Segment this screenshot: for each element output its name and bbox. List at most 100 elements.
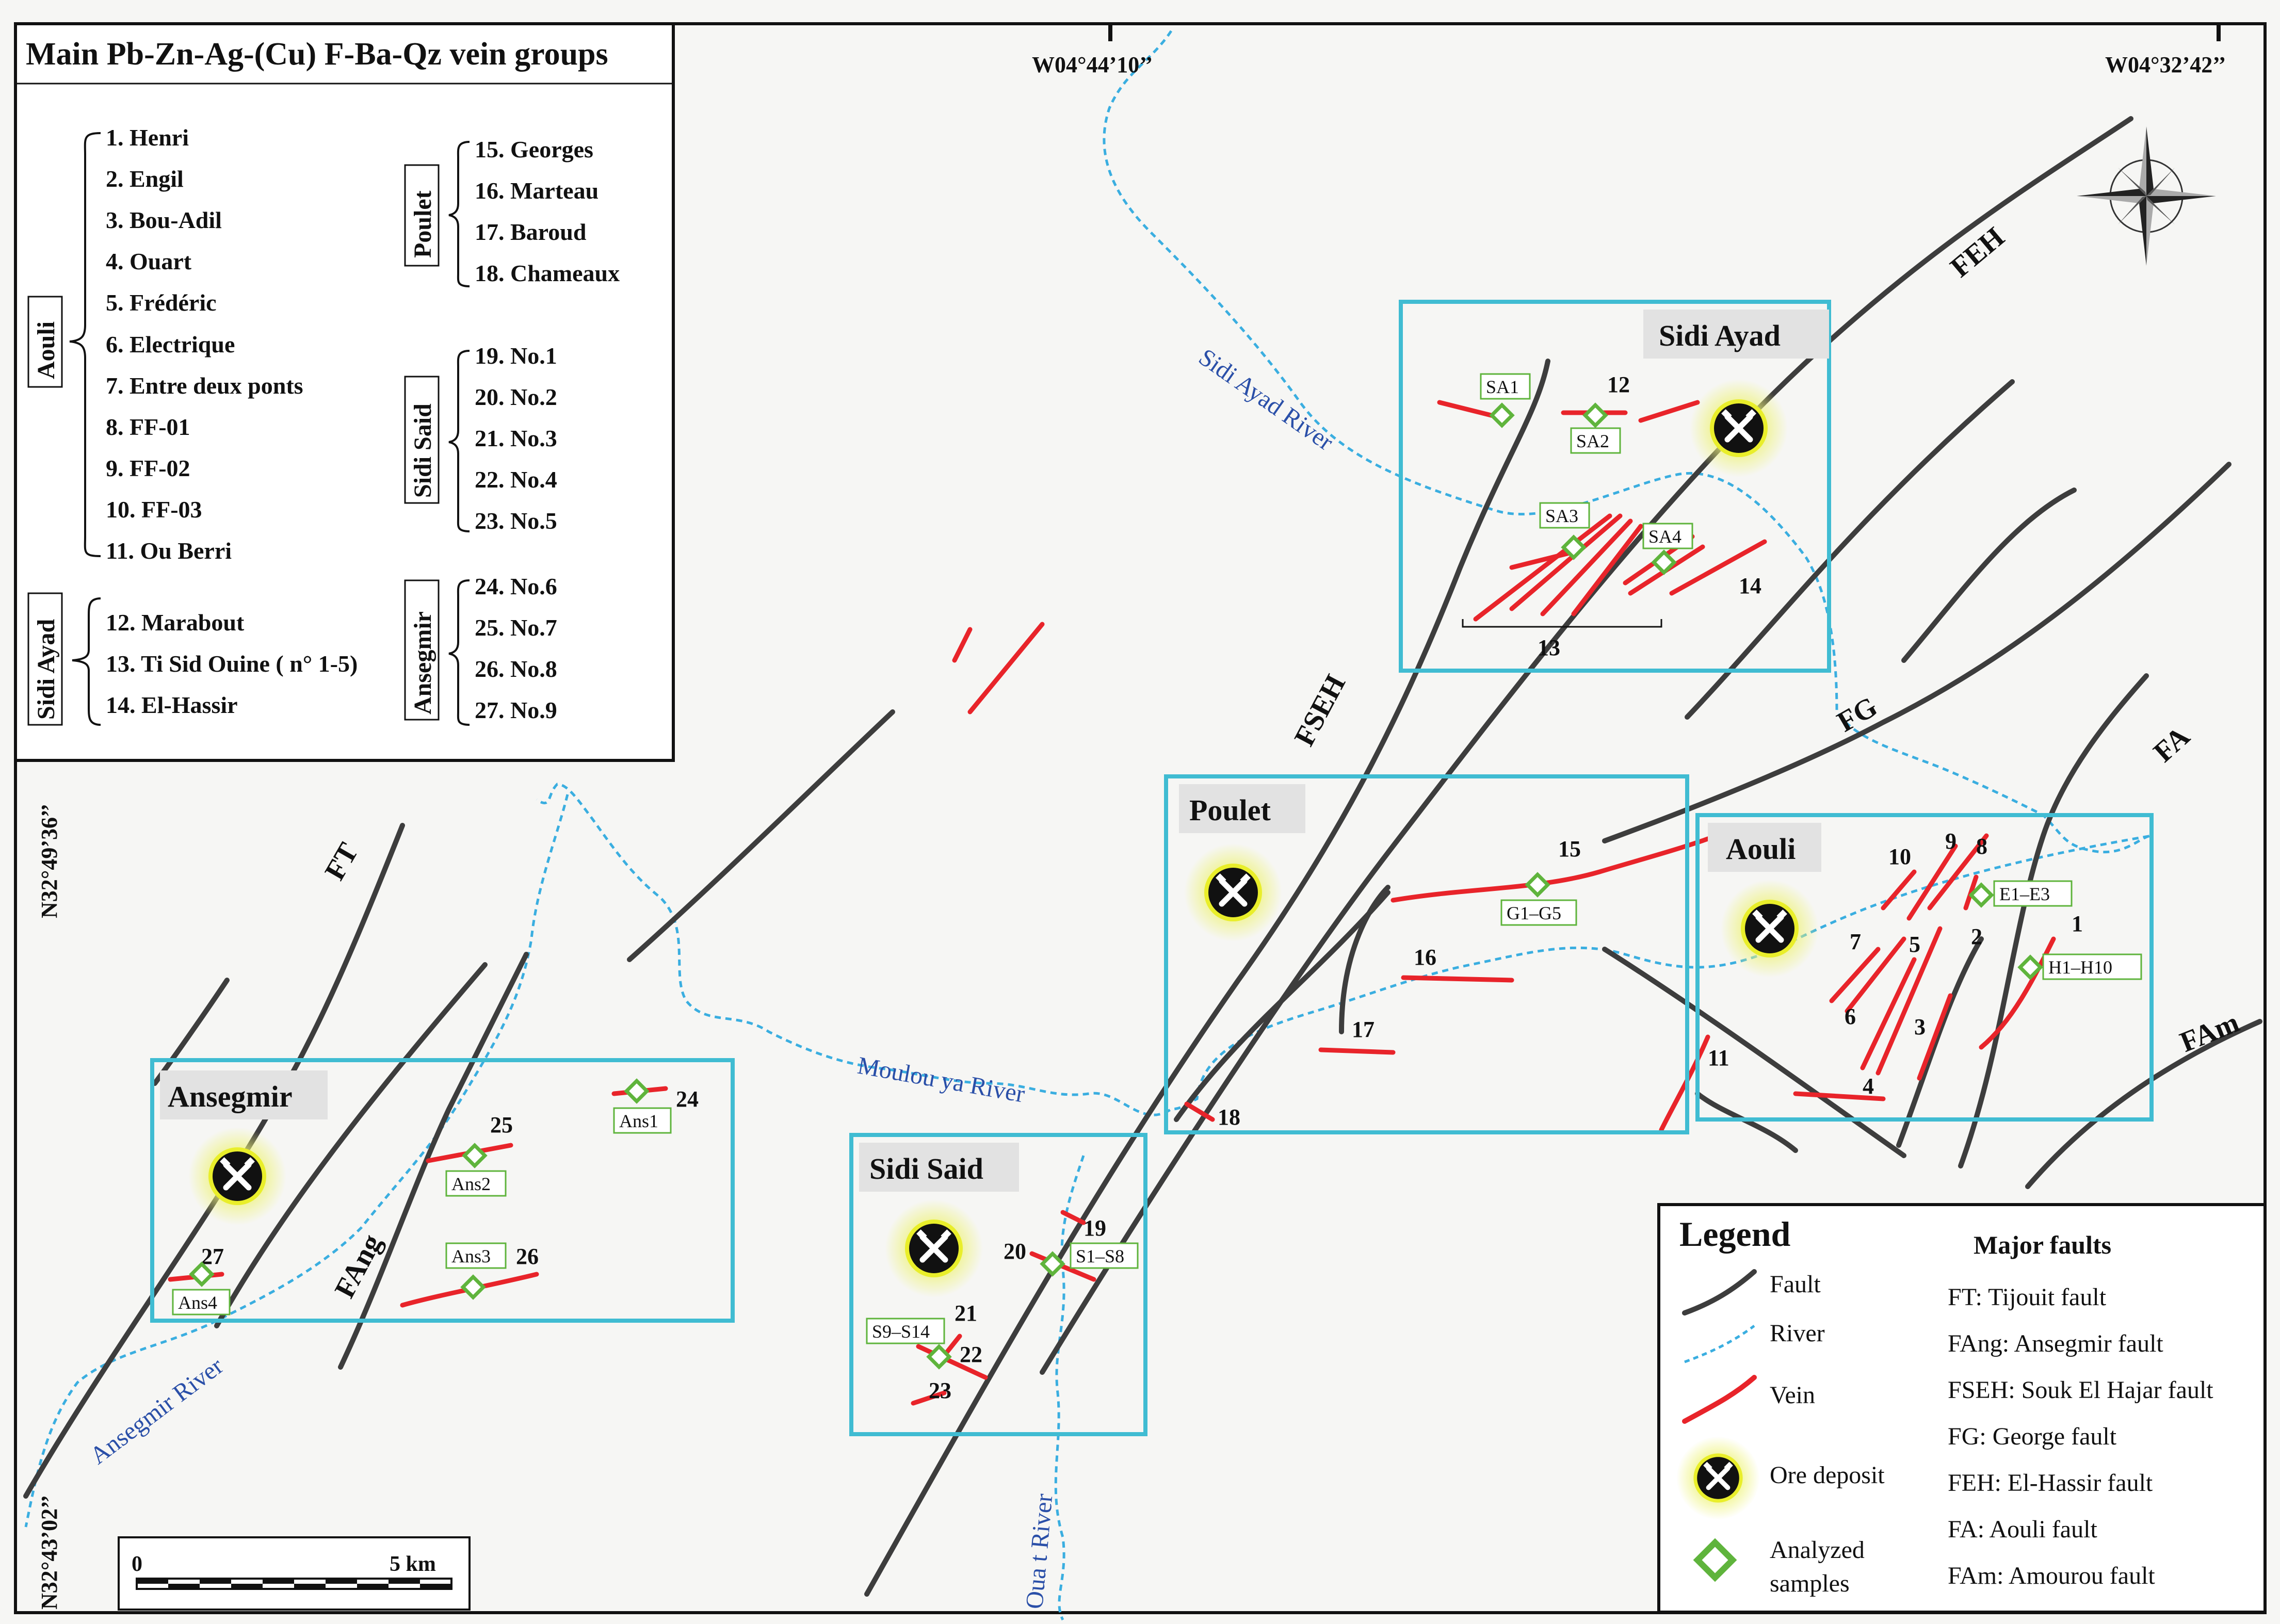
sample-label-ans4: Ans4 [178,1292,217,1313]
vein-aouli-9 [1963,874,1979,911]
vein-number-2: 2 [1971,924,1982,949]
vein-item: 19. No.1 [475,343,557,369]
ore-deposit-poulet [1184,843,1282,941]
vein-18 [1184,1101,1215,1122]
area-boxes [150,300,2154,1436]
vein-number-17: 17 [1352,1017,1375,1042]
sample-marker-e1-e3 [1968,882,1994,908]
sample-label-ans2: Ans2 [451,1174,491,1194]
vein-item: 13. Ti Sid Ouine ( n° 1-5) [106,651,358,677]
fault-poulet-2 [1602,947,1906,1158]
vein-11 [1659,1034,1710,1132]
vein-item: 7. Entre deux ponts [106,372,303,399]
sample-label-s1-s8: S1–S8 [1076,1246,1124,1266]
vein-center-2 [967,622,1045,714]
vein-item: 25. No.7 [475,614,557,641]
sample-marker-sa3 [1561,534,1587,560]
sample-label-s9-s14: S9–S14 [872,1321,930,1342]
panel-title: Main Pb-Zn-Ag-(Cu) F-Ba-Qz vein groups [26,37,608,72]
legend-fault-feh: FEH: El-Hassir fault [1948,1469,2153,1497]
vein-13-1 [1473,513,1612,622]
box-poulet [1164,774,1689,1134]
group-label-aouli: Aouli [33,321,60,379]
vein-number-10: 10 [1888,844,1911,869]
fault-aouli-branch [1896,936,1984,1148]
sample-marker-g1-g5 [1525,872,1550,898]
scale-zero: 0 [132,1552,142,1576]
vein-17 [1318,1047,1396,1055]
vein-number-21: 21 [955,1301,977,1326]
vein-item: 2. Engil [106,166,184,192]
legend-title: Legend [1679,1214,1791,1254]
sample-label-sa3: SA3 [1545,506,1578,526]
sample-marker-sa2 [1582,402,1608,428]
area-labels: Sidi Ayad Poulet Aouli Ansegmir Sidi Sai… [160,310,1829,1192]
faults [23,116,2262,1597]
coord-top-right: W04°32’42’’ [2105,52,2226,77]
vein-item: 12. Marabout [106,609,245,636]
vein-aouli-1 [1881,869,1917,911]
coord-left-top: N32°49’36’’ [37,804,62,918]
ore-deposit-sidi-ayad [1690,379,1788,477]
vein-number-5: 5 [1909,932,1920,957]
vein-number-7: 7 [1850,929,1861,954]
vein-number-9: 9 [1945,829,1956,854]
vein-number-22: 22 [960,1342,982,1367]
area-label-sidi-said: Sidi Said [869,1152,983,1185]
sample-marker-sa1 [1489,402,1515,428]
vein-number-1: 1 [2072,911,2083,936]
sample-label-sa4: SA4 [1648,526,1681,547]
fault-poulet-1 [1174,890,1390,1122]
vein-13-5 [1509,549,1576,570]
vein-23 [911,1390,947,1406]
compass-rose-icon [2077,126,2216,266]
legend-fault-fg: FG: George fault [1948,1423,2117,1450]
vein-number-20: 20 [1004,1239,1026,1264]
fault-feh [1040,116,2133,1375]
vein-13-2 [1509,513,1623,611]
vein-number-24: 24 [676,1086,699,1112]
vein-number-4: 4 [1863,1074,1874,1099]
vein-item: 16. Marteau [475,177,599,204]
sample-marker-s9-s14 [926,1344,952,1370]
vein-15 [1390,823,1747,903]
fault-fseh [864,359,1550,1597]
vein-number-25: 25 [490,1112,513,1138]
legend-item-fault: Fault [1770,1271,1821,1298]
vein-4 [1793,1091,1886,1101]
sample-label-ans1: Ans1 [619,1111,658,1131]
vein-aouli-4 [1829,947,1881,1003]
rivers [24,30,2152,1621]
sample-marker-h1-h10 [2017,954,2043,980]
sample-label-h1-h10: H1–H10 [2048,957,2112,978]
vein-aouli-2 [1906,843,1958,921]
vein-13-4 [1571,524,1643,616]
vein-number-8: 8 [1976,834,1987,859]
vein-number-18: 18 [1218,1105,1240,1130]
legend-fault-fseh: FSEH: Souk El Hajar fault [1948,1376,2213,1404]
group-label-poulet: Poulet [409,190,436,258]
fault-fam [2025,1019,2262,1189]
group-label-sidi-said: Sidi Said [409,403,436,498]
legend-fault-icon [1682,1269,1757,1316]
moulouya-river [536,30,2152,1116]
sample-marker-ans2 [462,1143,488,1168]
veins [168,400,2056,1406]
legend-faults-title: Major faults [1974,1230,2111,1259]
legend-fault-ft: FT: Tijouit fault [1948,1284,2107,1311]
vein-item: 5. Frédéric [106,289,217,316]
vein-aouli-8 [1917,993,1953,1081]
coordinates: W04°44’10’’ W04°32’42’’ N32°49’36’’ N32°… [37,24,2226,1610]
vein-item: 26. No.8 [475,656,557,682]
vein-aouli-3 [1927,833,1989,911]
coord-top-left: W04°44’10’’ [1032,52,1153,77]
vein-16 [1401,975,1514,983]
sample-marker-sa4 [1651,549,1677,575]
ore-deposit-sidi-said [885,1199,983,1297]
vein-item: 10. FF-03 [106,496,202,523]
box-aouli [1695,813,2154,1122]
legend-item-vein: Vein [1770,1382,1815,1409]
vein-number-13: 13 [1538,635,1560,660]
vein-13-3 [1540,518,1633,616]
